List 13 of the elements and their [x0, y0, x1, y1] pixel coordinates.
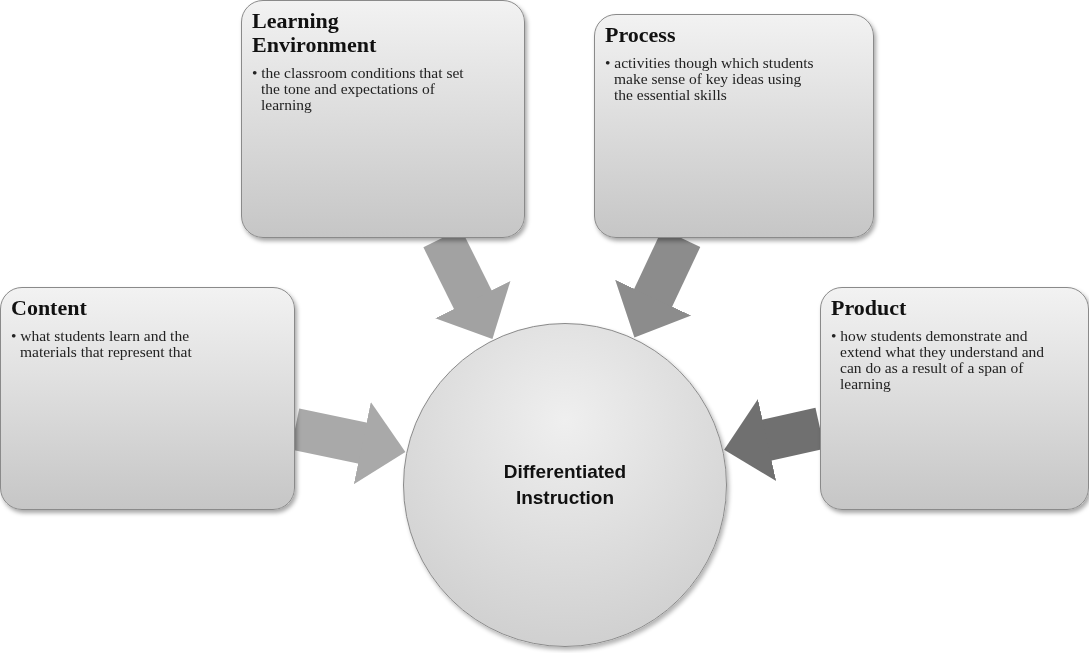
card-heading: Learning Environment [252, 9, 378, 57]
category-card [594, 14, 874, 238]
topic-label: Differentiated Instruction [502, 460, 628, 510]
category-card [0, 287, 295, 510]
card-heading: Product [831, 296, 907, 320]
card-heading: Process [605, 23, 676, 47]
bullet-text: • what students learn and the materials that represent that [11, 328, 193, 360]
category-card [241, 0, 525, 238]
bullet-text: • how students demonstrate and extend what they understand and can do as a result of a span of learning [831, 328, 1046, 392]
bullet-text: • activities though which students make sense of key ideas using the essential skills [605, 55, 815, 103]
bullet-text: • the classroom conditions that set the tone and expectations of learning [252, 65, 465, 113]
category-card [820, 287, 1089, 510]
card-heading: Content [11, 296, 87, 320]
